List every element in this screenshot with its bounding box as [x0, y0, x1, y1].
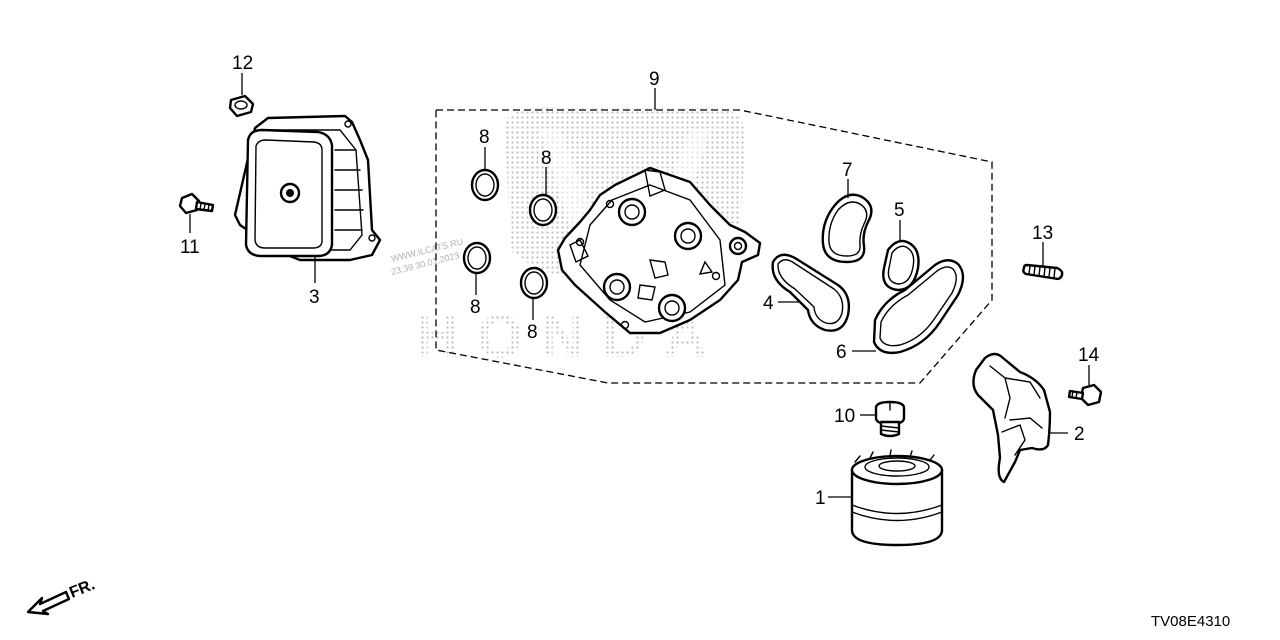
part-6-gasket[interactable] — [872, 259, 965, 355]
callout-11: 11 — [180, 237, 200, 258]
part-5-gasket[interactable] — [882, 239, 920, 292]
callout-8-lower-left: 8 — [470, 297, 481, 318]
front-direction-arrow-icon — [26, 590, 71, 616]
callout-3: 3 — [309, 287, 320, 308]
callout-1: 1 — [815, 488, 826, 509]
diagram-code: TV08E4310 — [1151, 613, 1230, 630]
part-8-o-ring-lower-right[interactable] — [519, 266, 549, 300]
part-7-gasket[interactable] — [821, 193, 873, 264]
callout-8-upper-left: 8 — [479, 127, 490, 148]
callout-9: 9 — [649, 69, 660, 90]
part-8-o-ring-lower-left[interactable] — [462, 241, 492, 275]
part-3-oil-cooler[interactable] — [233, 114, 382, 262]
part-8-o-ring-upper-left[interactable] — [470, 168, 500, 202]
assembly-boundary — [435, 109, 993, 384]
part-8-o-ring-upper-right[interactable] — [528, 193, 558, 227]
part-4-gasket[interactable] — [771, 253, 851, 332]
callout-14: 14 — [1078, 345, 1100, 366]
part-14-bolt[interactable] — [1067, 383, 1103, 407]
part-1-oil-filter[interactable] — [850, 449, 944, 547]
part-12-nut[interactable] — [228, 94, 255, 118]
callout-2: 2 — [1074, 424, 1085, 445]
front-direction-label: FR. — [67, 576, 97, 601]
callout-5: 5 — [894, 200, 905, 221]
callout-10: 10 — [834, 406, 855, 427]
part-2-shield[interactable] — [972, 352, 1052, 484]
callout-8-lower-right: 8 — [527, 322, 538, 343]
callout-8-upper-right: 8 — [541, 148, 552, 169]
callout-6: 6 — [836, 342, 847, 363]
oil-filter-housing[interactable] — [556, 166, 762, 335]
part-13-stud[interactable] — [1022, 263, 1064, 281]
callout-7: 7 — [842, 160, 853, 181]
part-11-bolt[interactable] — [178, 192, 215, 215]
callout-12: 12 — [232, 53, 253, 74]
callout-13: 13 — [1032, 223, 1053, 244]
part-10-plug[interactable] — [874, 400, 906, 438]
callout-4: 4 — [763, 293, 774, 314]
